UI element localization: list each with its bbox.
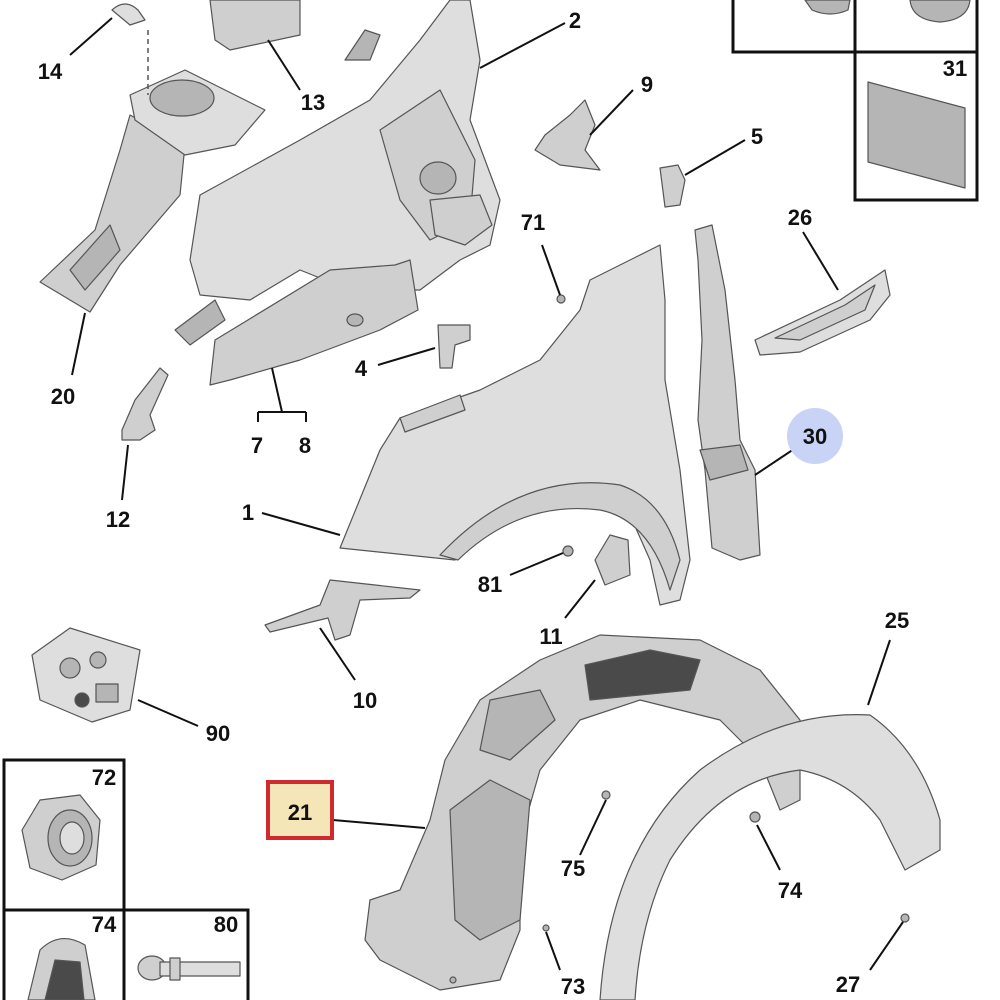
callout-11[interactable]: 11 bbox=[539, 624, 562, 649]
pad-part-31 bbox=[867, 81, 966, 189]
callout-1[interactable]: 1 bbox=[242, 500, 254, 525]
callout-26[interactable]: 26 bbox=[788, 205, 812, 230]
nut-part-72 bbox=[21, 794, 101, 881]
callout-90[interactable]: 90 bbox=[206, 721, 230, 746]
part-7-8-reinforcement bbox=[209, 259, 419, 386]
callout-5[interactable]: 5 bbox=[751, 124, 763, 149]
callout-4[interactable]: 4 bbox=[355, 356, 368, 381]
callout-2[interactable]: 2 bbox=[569, 8, 581, 33]
part-26-trim bbox=[754, 269, 891, 356]
callout-8[interactable]: 8 bbox=[299, 433, 311, 458]
part-27-clip bbox=[900, 913, 910, 923]
callout-72[interactable]: 72 bbox=[92, 765, 116, 790]
part-1-fender bbox=[339, 244, 691, 606]
part-5-clip bbox=[659, 164, 686, 208]
part-2-wheelhouse bbox=[174, 0, 501, 346]
callout-21-highlight-box[interactable] bbox=[266, 780, 334, 840]
callout-74[interactable]: 74 bbox=[778, 878, 803, 903]
callout-30[interactable]: 30 bbox=[803, 424, 827, 449]
part-30-seal bbox=[694, 224, 761, 561]
part-14-bracket bbox=[111, 3, 149, 95]
part-20-side-member bbox=[39, 69, 266, 313]
part-9-bracket bbox=[534, 99, 601, 171]
inset-box-top bbox=[731, 0, 979, 202]
part-90-kit bbox=[31, 627, 141, 723]
callout-12[interactable]: 12 bbox=[106, 507, 130, 532]
clip-part-top bbox=[804, 0, 851, 15]
leader-lines bbox=[69, 17, 904, 971]
part-4-bracket bbox=[437, 324, 471, 369]
callout-30-badge bbox=[787, 408, 843, 464]
part-81-bolt bbox=[562, 545, 574, 557]
callout-13[interactable]: 13 bbox=[301, 90, 325, 115]
callout-31[interactable]: 31 bbox=[943, 56, 967, 81]
clip-part-74 bbox=[27, 938, 96, 1000]
callout-labels: 14 13 2 9 5 31 26 71 20 4 7 8 30 12 1 81… bbox=[38, 8, 967, 999]
part-25-arch-trim bbox=[599, 714, 941, 1000]
callout-73[interactable]: 73 bbox=[561, 974, 585, 999]
callout-10[interactable]: 10 bbox=[353, 688, 377, 713]
part-13-upper-rail bbox=[209, 0, 381, 61]
callout-80[interactable]: 80 bbox=[214, 912, 238, 937]
cap-part-top bbox=[909, 0, 971, 23]
callout-74-inset[interactable]: 74 bbox=[92, 912, 117, 937]
inset-box-bottom bbox=[2, 758, 250, 1000]
part-74-clip bbox=[749, 811, 761, 823]
part-21-liner bbox=[364, 634, 801, 991]
part-71-bolt bbox=[556, 294, 566, 304]
callout-20[interactable]: 20 bbox=[51, 384, 75, 409]
callout-9[interactable]: 9 bbox=[641, 72, 653, 97]
callout-71[interactable]: 71 bbox=[521, 210, 545, 235]
part-75-clip bbox=[601, 790, 611, 800]
part-10-bracket bbox=[264, 579, 421, 641]
part-73-screw bbox=[449, 924, 550, 984]
callout-25[interactable]: 25 bbox=[885, 608, 909, 633]
callout-81[interactable]: 81 bbox=[478, 572, 502, 597]
callout-14[interactable]: 14 bbox=[38, 59, 63, 84]
callout-7[interactable]: 7 bbox=[251, 433, 263, 458]
callout-27[interactable]: 27 bbox=[836, 972, 860, 997]
part-11-bracket bbox=[594, 534, 631, 586]
callout-21[interactable]: 21 bbox=[288, 800, 312, 825]
callout-75[interactable]: 75 bbox=[561, 856, 585, 881]
rivet-part-80 bbox=[137, 955, 241, 981]
part-12-bracket bbox=[121, 367, 169, 441]
